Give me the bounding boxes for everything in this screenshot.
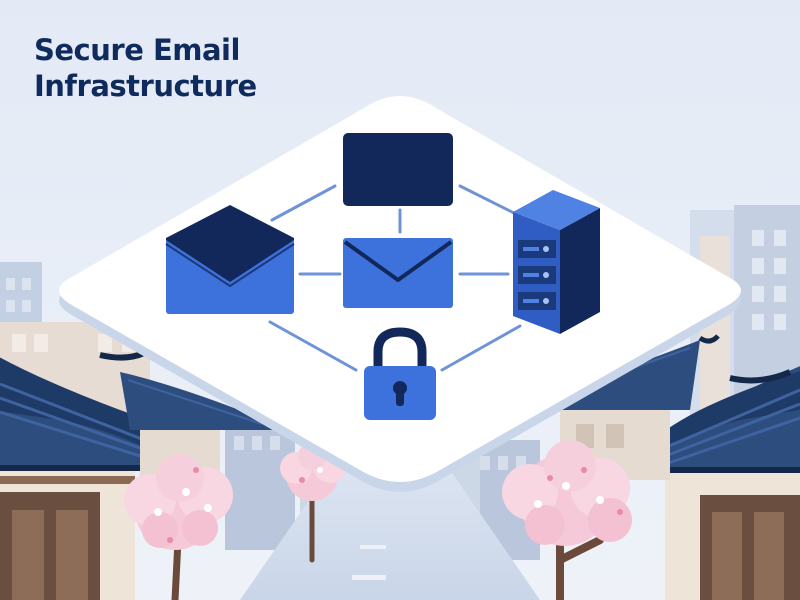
title-line-2: Infrastructure (34, 69, 257, 103)
title-line-1: Secure Email (34, 33, 240, 67)
street-marking (352, 575, 386, 580)
street (240, 470, 540, 600)
cherry-blossom-tree-right (502, 440, 632, 600)
open-envelope-icon (165, 205, 295, 314)
closed-envelope-icon (343, 238, 453, 308)
server-rack-icon (513, 190, 600, 334)
street-marking (360, 545, 386, 549)
display-panel-icon (343, 133, 453, 206)
page-title: Secure Email Infrastructure (34, 32, 257, 104)
network-connections (268, 184, 522, 372)
padlock-icon (364, 327, 436, 420)
hanok-building-right (632, 366, 800, 600)
hanok-building-left (0, 347, 180, 600)
cherry-blossom-tree-left (124, 454, 233, 600)
